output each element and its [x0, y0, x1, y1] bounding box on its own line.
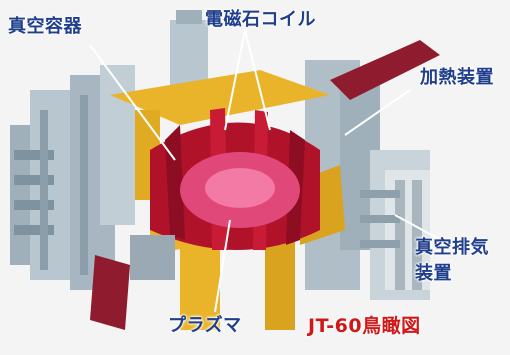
left-steel-structure: [10, 65, 135, 290]
figure-title: JT-60鳥瞰図: [308, 315, 421, 337]
label-plasma: プラズマ: [168, 315, 242, 336]
label-pumping-line2: 装置: [415, 263, 452, 284]
label-vacuum-vessel: 真空容器: [8, 16, 82, 37]
heating-duct: [330, 40, 440, 100]
lower-port-box: [130, 235, 175, 280]
label-magnet-coil: 電磁石コイル: [205, 9, 316, 30]
leader-lines: [89, 29, 451, 313]
label-heating-device: 加熱装置: [420, 67, 494, 88]
label-pumping-line1: 真空排気: [415, 237, 489, 258]
plasma-core: [205, 168, 275, 208]
lower-duct: [90, 255, 130, 330]
